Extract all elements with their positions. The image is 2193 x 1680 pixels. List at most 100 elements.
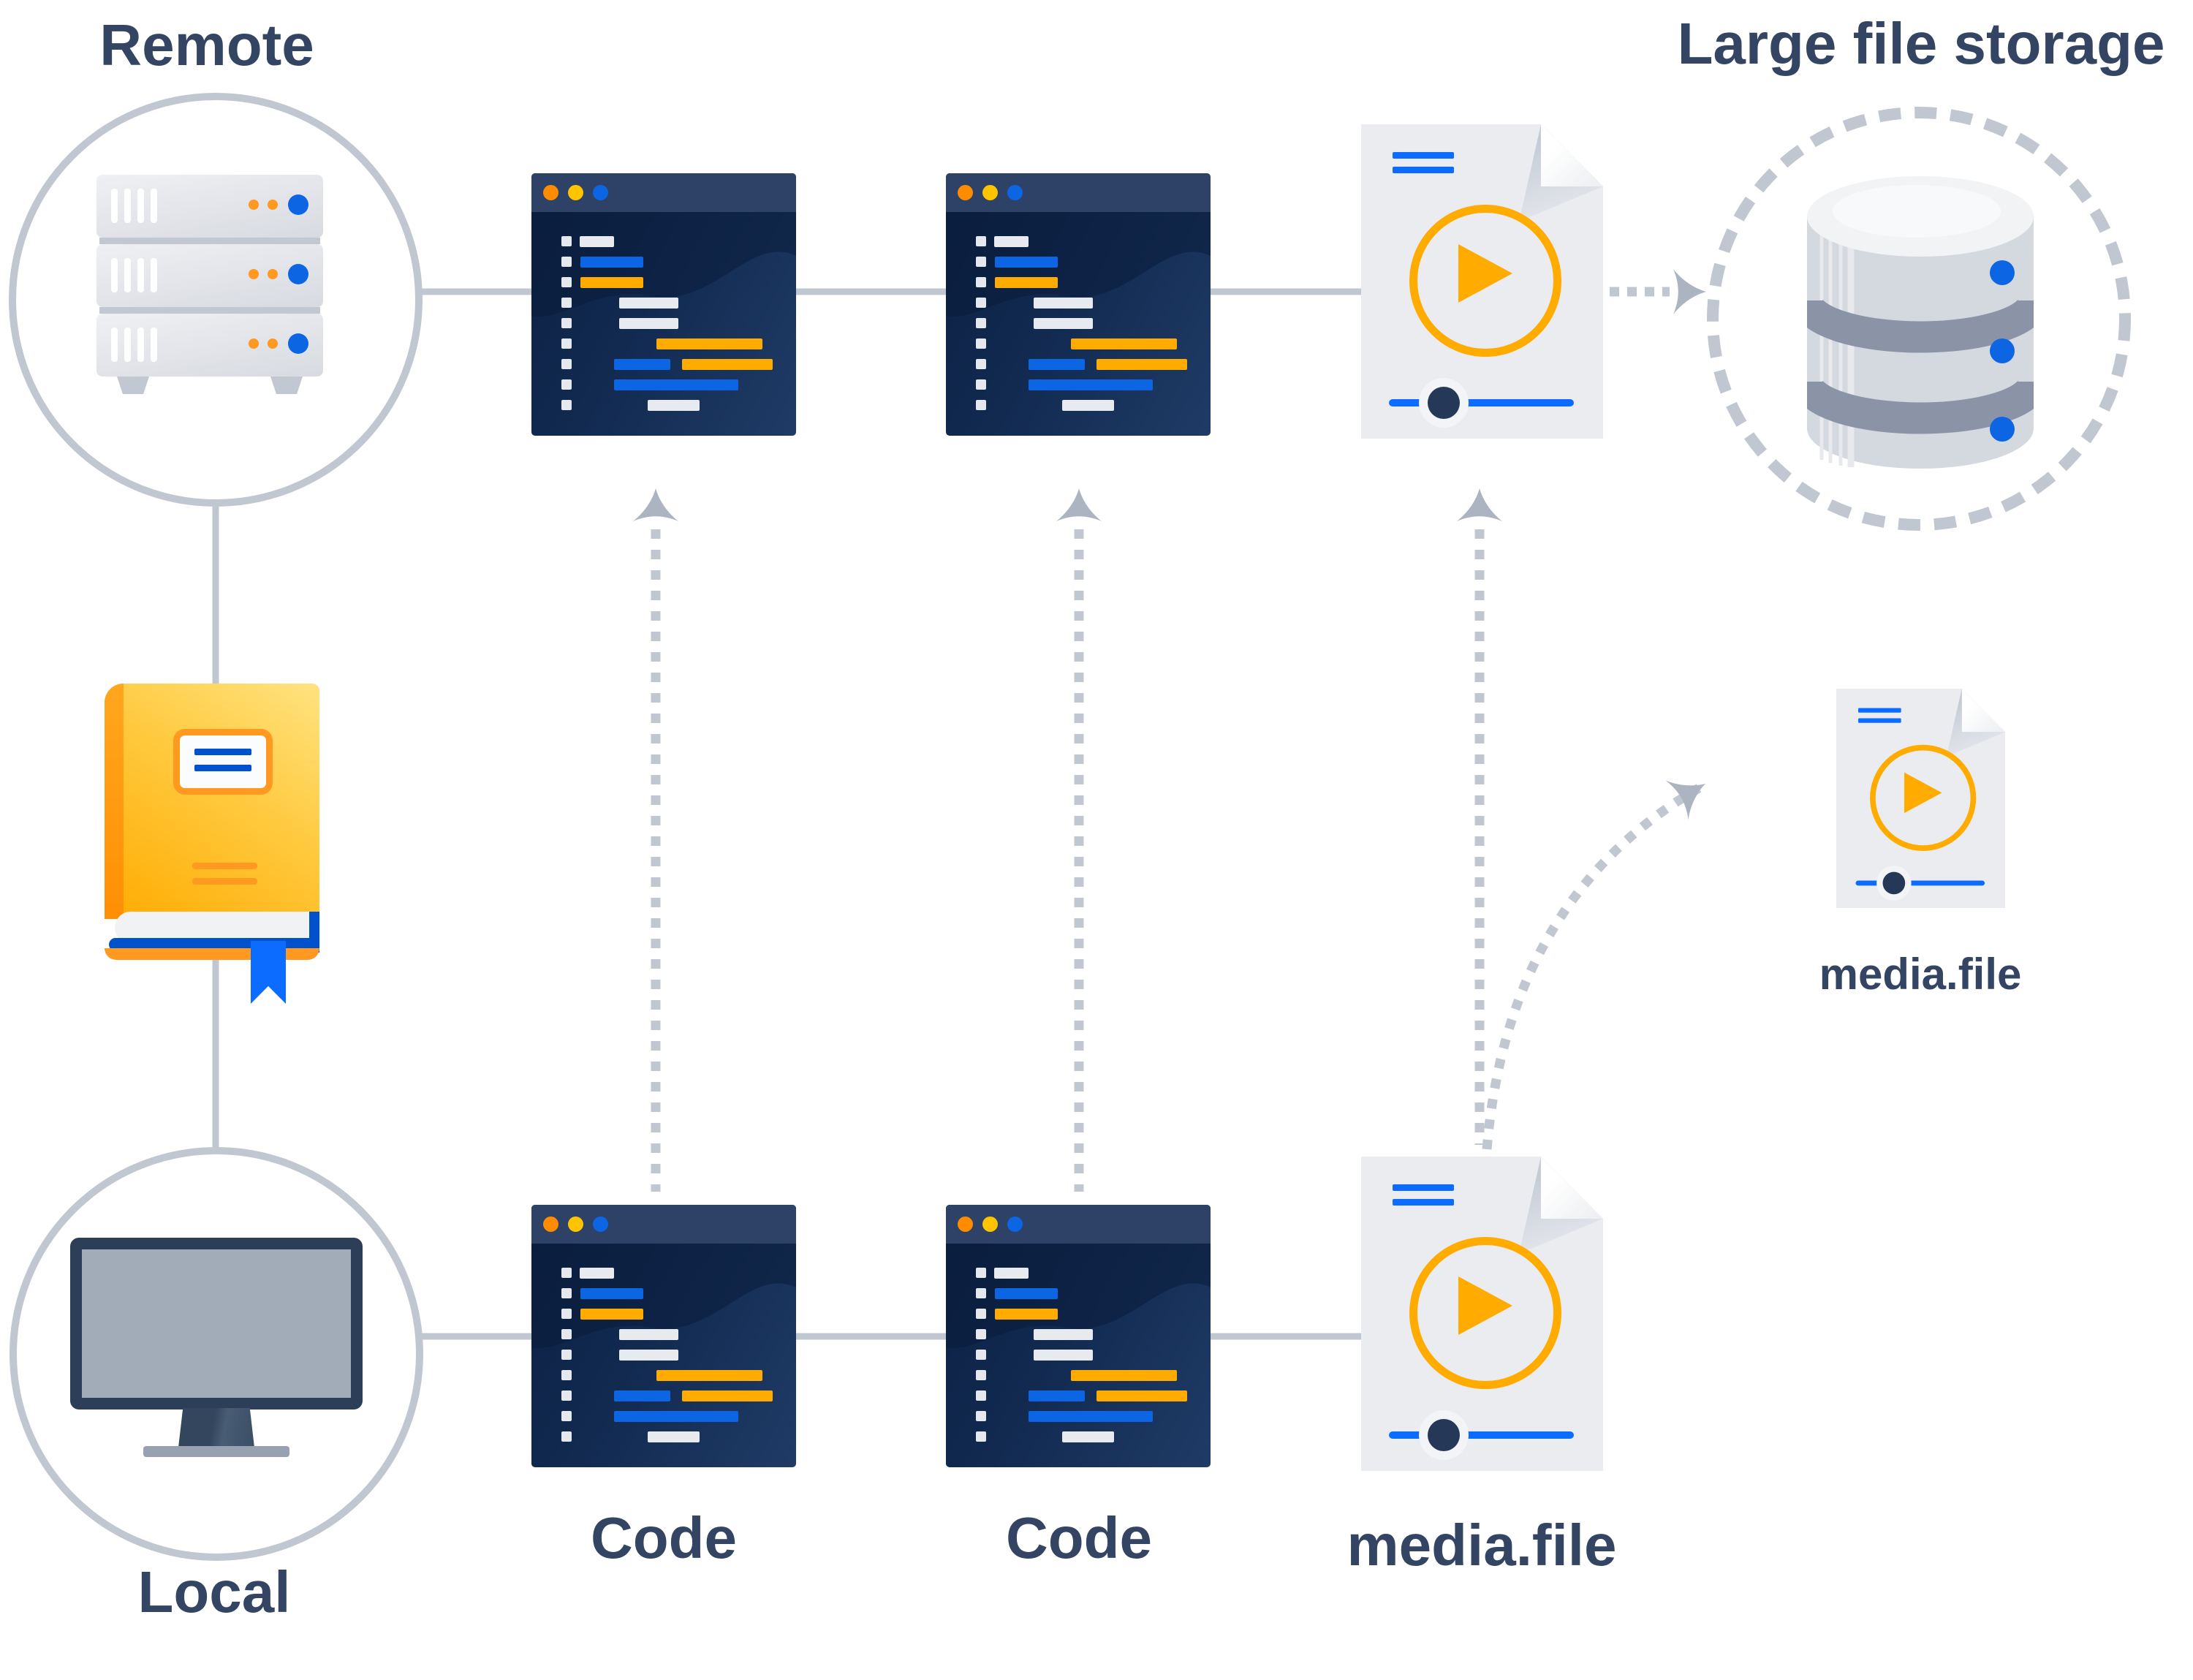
code-bullet [561,338,572,349]
code-bar-light [648,400,700,411]
code-editor-window-bottom-1 [531,1205,796,1467]
window-title-bar [531,173,796,212]
code-row [946,400,1211,411]
code-row [531,1370,796,1381]
code-bullet [976,359,986,369]
code-bullet [561,1431,572,1442]
server-slat [124,258,131,292]
code-row [946,379,1211,390]
code-bullet [976,1288,986,1298]
code-row [531,1411,796,1422]
media-file-doc [1361,124,1603,439]
code-row [531,257,796,268]
code-bullet [976,1268,986,1278]
server-slat [151,258,157,292]
code-row [946,1268,1211,1279]
server-foot [270,377,303,394]
monitor-stand [178,1408,254,1448]
server-led-blue [288,194,308,215]
code-row [531,298,796,309]
window-title-bar [946,1205,1211,1244]
db-led-blue [1990,260,2015,285]
doc-text-line [1393,1184,1454,1191]
code-bar-blue [1029,359,1085,370]
server-foot [117,377,149,394]
code-bar-light [648,1431,700,1442]
code-bullet [976,379,986,390]
code-row [946,277,1211,288]
doc-text-line [1858,708,1901,713]
code-bar-light [994,236,1029,247]
code-bar-orange [995,1309,1058,1320]
server-led-orange [268,338,278,349]
server-slat [151,328,157,362]
code-bar-blue [614,359,670,370]
code-bullet [561,1329,572,1339]
dotted-arrow-curved [1482,784,1702,1150]
code-row [946,359,1211,370]
code-bar-orange [995,277,1058,288]
arrowhead-up-2 [1056,488,1102,521]
code-row [946,338,1211,349]
arrowhead-up-1 [633,488,678,521]
code-bar-light [1034,1350,1093,1361]
window-traffic-dot-0 [958,185,973,200]
window-traffic-dot-0 [543,185,558,200]
progress-bar [1389,1431,1574,1439]
media-file-icon-bottom [1361,1157,1603,1471]
bookmark-ribbon-icon [251,941,286,1004]
arrowhead-curved [1665,780,1705,820]
local-title: Local [137,1559,291,1624]
code-bullet [976,277,986,287]
monitor-base [143,1446,289,1457]
code-bar-light [619,1329,678,1340]
code-editor-window-top-1 [531,173,796,436]
window-traffic-dot-2 [1007,1217,1023,1232]
code-row [946,318,1211,329]
code-bar-light [1034,1329,1093,1340]
doc-text-line [1393,1199,1454,1206]
code-bar-light [1062,400,1114,411]
code-bar-blue [1029,1390,1085,1401]
storage-dashed-circle [1707,107,2131,531]
doc-corner-fold [1541,1157,1603,1219]
code-bullet [976,1411,986,1421]
code-bullet [976,257,986,267]
window-traffic-dot-2 [593,185,608,200]
code-bar-blue [1029,379,1153,390]
code-bullet [976,338,986,349]
db-band [1807,379,2034,434]
code-row [531,236,796,247]
code-lines [531,1244,796,1442]
progress-bar [1855,880,1985,886]
media-file-doc [1361,1157,1603,1471]
code-row [531,359,796,370]
code-row [531,379,796,390]
server-slat [137,328,144,362]
code-bar-orange [1096,359,1187,370]
server-led-orange [249,338,259,349]
repository-book-icon [105,684,319,1016]
code-bar-orange [1071,1370,1177,1381]
code-bar-orange [656,338,762,349]
server-led-orange [268,269,278,279]
code-bar-blue [580,1288,643,1299]
window-traffic-dot-0 [543,1217,558,1232]
code-row [946,1350,1211,1361]
code-bullet [561,277,572,287]
window-traffic-dot-1 [982,1217,998,1232]
code-row [946,236,1211,247]
server-led-blue [288,333,308,354]
code-editor-window-top-2 [946,173,1211,436]
server-slat [137,189,144,223]
code-bullet [561,379,572,390]
code-bullet [561,359,572,369]
server-divider [99,307,320,314]
code-bullet [976,298,986,308]
large-file-storage-title: Large file storage [1677,11,2165,76]
code-bullet [561,1268,572,1278]
media-file-icon-top [1361,124,1603,439]
code-lines [946,1244,1211,1442]
window-traffic-dot-2 [1007,185,1023,200]
code-bullet [561,1309,572,1319]
